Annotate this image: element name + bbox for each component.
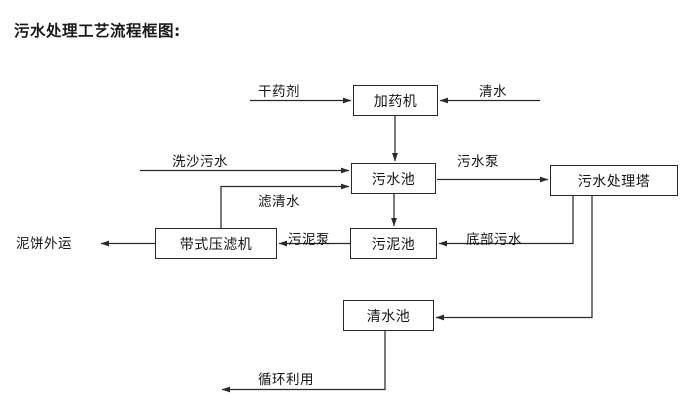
edge-label-sewage-pump: 污水泵 (457, 154, 499, 170)
node-label: 污水池 (371, 171, 416, 188)
edge-label-clean-water-in: 清水 (479, 84, 507, 100)
node-dosing-machine[interactable]: 加药机 (353, 85, 438, 116)
edge-label-dry-reagent: 干药剂 (258, 84, 300, 100)
node-label: 带式压滤机 (179, 236, 253, 253)
edge-label-bottom-sewage: 底部污水 (466, 232, 522, 248)
edge-label-sand-wash-sewage: 洗沙污水 (172, 154, 228, 170)
node-label: 污水处理塔 (577, 173, 651, 190)
connector-tower-to-clean-water-pool (435, 196, 593, 321)
edge-label-recycle-use: 循环利用 (258, 372, 314, 388)
edge-label-sludge-pump: 污泥泵 (288, 232, 330, 248)
node-sludge-pool[interactable]: 污泥池 (350, 228, 437, 259)
connector-tower-to-sludge-pool (438, 196, 574, 247)
node-treatment-tower[interactable]: 污水处理塔 (550, 165, 678, 196)
node-label: 清水池 (366, 308, 411, 325)
node-clean-water-pool[interactable]: 清水池 (343, 300, 434, 331)
node-label: 污泥池 (371, 236, 416, 253)
terminal-label-mud-cake-outbound: 泥饼外运 (16, 236, 72, 252)
node-sewage-pool[interactable]: 污水池 (351, 163, 436, 194)
page-title: 污水处理工艺流程框图: (14, 22, 181, 40)
node-belt-filter-press[interactable]: 带式压滤机 (155, 228, 277, 259)
connector-press-to-sewage-pool (220, 183, 350, 228)
edge-label-filtered-water: 滤清水 (258, 194, 300, 210)
node-label: 加药机 (373, 93, 418, 110)
connector-clean-water-pool-to-recycle (221, 331, 386, 393)
